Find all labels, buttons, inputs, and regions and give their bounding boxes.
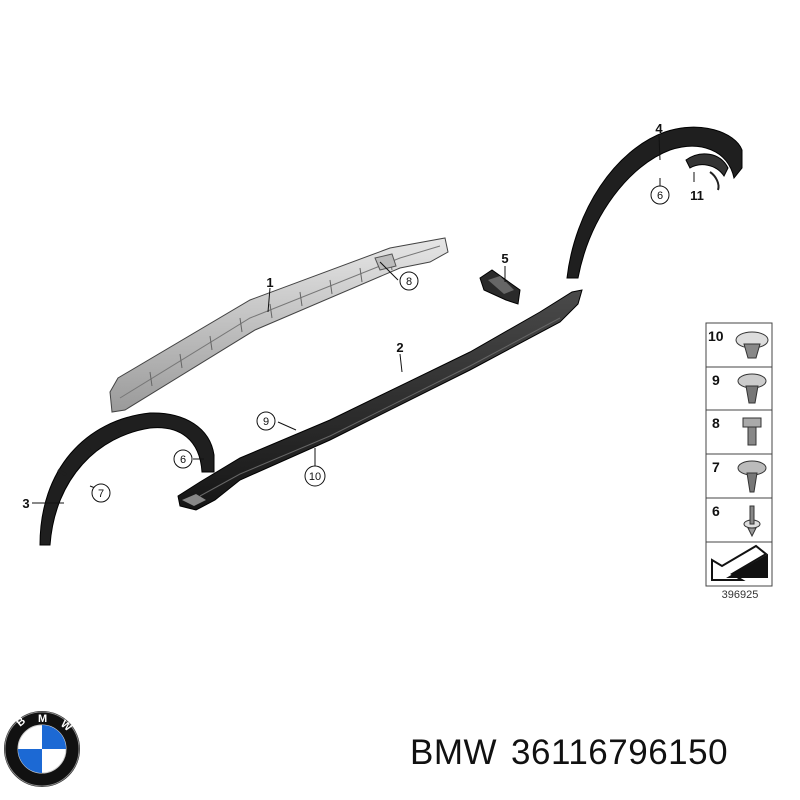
- clip-part-11: [709, 171, 720, 191]
- legend-label-9: 9: [712, 372, 720, 388]
- side-sill-panel: [177, 289, 583, 511]
- callout-10: 10: [309, 471, 321, 483]
- legend-label-7: 7: [712, 459, 720, 475]
- rear-wheel-arch-trim: [39, 412, 215, 546]
- bolt-icon: [742, 417, 762, 446]
- reference-number: 396925: [722, 589, 759, 601]
- callout-5: 5: [501, 251, 508, 266]
- part-number: 36116796150: [511, 733, 729, 772]
- callout-11: 11: [690, 188, 704, 203]
- front-wheel-arch-trim: [566, 126, 743, 279]
- screw-icon: [743, 505, 761, 538]
- push-clip-icon: [735, 331, 769, 359]
- circled-callout-labels: 6 6 7 8 9 10: [98, 190, 663, 500]
- circled-callouts: [91, 185, 670, 503]
- callout-9: 9: [263, 416, 269, 428]
- fastener-legend: 10 9 8 7 6: [705, 322, 773, 601]
- leader-lines: [32, 135, 695, 504]
- callout-6-rear: 6: [180, 454, 186, 466]
- part-caption: BMW 36116796150: [410, 733, 742, 773]
- legend-label-6: 6: [712, 503, 720, 519]
- callout-8: 8: [406, 276, 412, 288]
- callout-4: 4: [655, 121, 663, 136]
- callout-1: 1: [266, 275, 273, 290]
- callout-2: 2: [396, 340, 403, 355]
- callout-6-front: 6: [657, 190, 663, 202]
- clip-icon: [737, 460, 767, 493]
- callout-labels: 1 2 3 4 5 11: [22, 121, 703, 511]
- expanding-rivet-icon: [737, 373, 767, 404]
- callout-7: 7: [98, 488, 104, 500]
- legend-label-10: 10: [708, 328, 724, 344]
- bmw-logo: B M W: [4, 711, 80, 787]
- arrow-symbol-icon: [711, 544, 768, 581]
- legend-label-8: 8: [712, 415, 720, 431]
- brand-name: BMW: [410, 733, 498, 772]
- bracket-part-5: [479, 269, 521, 305]
- reinforcement-rail: [109, 237, 449, 413]
- callout-3: 3: [22, 496, 29, 511]
- svg-text:M: M: [38, 713, 47, 725]
